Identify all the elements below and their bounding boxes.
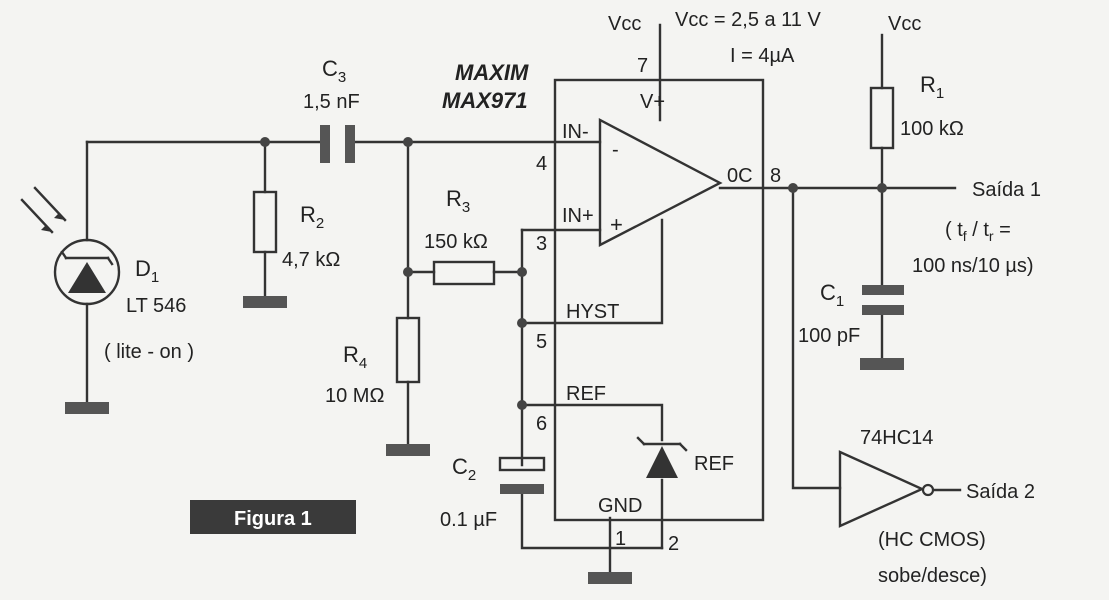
vcc-right-label: Vcc bbox=[888, 13, 921, 35]
c3-value: 1,5 nF bbox=[303, 91, 360, 113]
figure-label: Figura 1 bbox=[234, 508, 312, 530]
d1-note: ( lite - on ) bbox=[104, 341, 194, 363]
c1-name: C1 bbox=[820, 280, 844, 310]
output-1-timing-values: 100 ns/10 µs) bbox=[912, 255, 1034, 277]
zener-ref bbox=[636, 436, 688, 478]
resistor-r1 bbox=[869, 86, 895, 150]
capacitor-c2 bbox=[498, 456, 546, 494]
ic-maker-label: MAXIM bbox=[455, 60, 529, 85]
pin-2-number: 2 bbox=[668, 533, 679, 555]
r3-name: R3 bbox=[446, 186, 470, 216]
opamp-triangle bbox=[598, 118, 723, 247]
vcc-left-label: Vcc bbox=[608, 13, 641, 35]
output-1-timing: ( tf / tr = bbox=[945, 219, 1011, 244]
d1-part: LT 546 bbox=[126, 295, 186, 317]
pin-1-number: 1 bbox=[615, 528, 626, 550]
gate-note-2: sobe/desce) bbox=[878, 565, 987, 587]
photodiode-d1 bbox=[20, 186, 121, 306]
resistor-r3 bbox=[432, 260, 496, 286]
gate-part-label: 74HC14 bbox=[860, 427, 933, 449]
pin-5-number: 5 bbox=[536, 331, 547, 353]
vplus-label: V+ bbox=[640, 91, 665, 113]
r4-value: 10 MΩ bbox=[325, 385, 384, 407]
ic-model-label: MAX971 bbox=[442, 88, 528, 113]
pin-7-number: 7 bbox=[637, 55, 648, 77]
c2-value: 0.1 µF bbox=[440, 509, 497, 531]
oc-label: 0C bbox=[727, 165, 753, 187]
d1-name: D1 bbox=[135, 256, 159, 286]
pin-3-number: 3 bbox=[536, 233, 547, 255]
output-1-label: Saída 1 bbox=[972, 179, 1041, 201]
inplus-label: IN+ bbox=[562, 205, 594, 227]
hyst-label: HYST bbox=[566, 301, 619, 323]
inminus-label: IN- bbox=[562, 121, 589, 143]
c2-name: C2 bbox=[452, 454, 476, 484]
figure-label-badge: Figura 1 bbox=[190, 500, 356, 534]
gnd-label: GND bbox=[598, 495, 642, 517]
resistor-r2 bbox=[252, 190, 278, 254]
capacitor-c1 bbox=[862, 285, 904, 315]
r2-name: R2 bbox=[300, 202, 324, 232]
r1-name: R1 bbox=[920, 72, 944, 102]
c3-name: C3 bbox=[322, 56, 346, 86]
pin-6-number: 6 bbox=[536, 413, 547, 435]
ref-pin-label: REF bbox=[566, 383, 606, 405]
output-2-label: Saída 2 bbox=[966, 481, 1035, 503]
c1-value: 100 pF bbox=[798, 325, 860, 347]
inverter-74hc14 bbox=[838, 450, 935, 528]
supply-range-label: Vcc = 2,5 a 11 V bbox=[675, 9, 821, 31]
r1-value: 100 kΩ bbox=[900, 118, 964, 140]
pin-8-number: 8 bbox=[770, 165, 781, 187]
r3-value: 150 kΩ bbox=[424, 231, 488, 253]
opamp-minus-sign: - bbox=[612, 139, 619, 161]
supply-current-label: I = 4µA bbox=[730, 45, 795, 67]
opamp-plus-sign: + bbox=[610, 212, 623, 237]
pin-4-number: 4 bbox=[536, 153, 547, 175]
gate-note-1: (HC CMOS) bbox=[878, 529, 986, 551]
ic-body bbox=[553, 78, 765, 522]
zener-ref-label: REF bbox=[694, 453, 734, 475]
resistor-r4 bbox=[395, 316, 421, 384]
capacitor-c3 bbox=[320, 125, 355, 163]
ground-symbols bbox=[65, 296, 904, 584]
r2-value: 4,7 kΩ bbox=[282, 249, 340, 271]
r4-name: R4 bbox=[343, 342, 367, 372]
junction-dots bbox=[260, 137, 887, 410]
